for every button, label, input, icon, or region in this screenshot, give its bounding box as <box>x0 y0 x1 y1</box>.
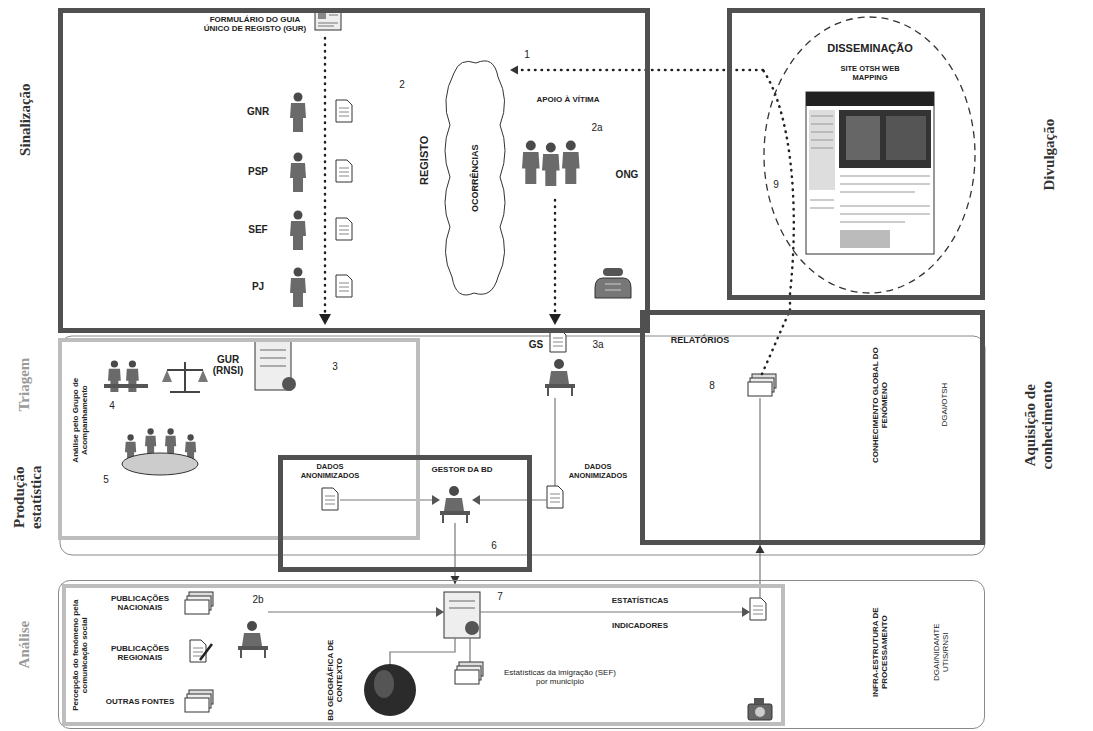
callout-number: 1 <box>524 49 530 61</box>
text-label: PUBLICAÇÕES REGIONAIS <box>104 644 176 662</box>
band-box: AnálisePercepção do fenómeno pela comuni… <box>58 580 985 729</box>
text-label: BD GEOGRÁFICA DE CONTEXTO <box>326 630 344 730</box>
cloud-shape: OCORRÊNCIAS <box>440 55 510 300</box>
node-text: CONHECIMENTO GLOBAL DO FENÓMENO <box>871 340 889 470</box>
text-label: Produção estatística <box>11 442 46 552</box>
text-label: DADOS ANONIMIZADOS <box>562 463 634 480</box>
text-label: ONG <box>616 169 639 181</box>
callout-number: 2a <box>591 122 602 134</box>
region-box: Aquisição de conhecimentoCONHECIMENTO GL… <box>640 310 985 545</box>
dashed-circle-outline <box>763 16 976 294</box>
callout-number: 2 <box>399 79 405 91</box>
text-label: Estatísticas da imigração (SEF) por muni… <box>503 668 618 686</box>
node-text: OCORRÊNCIAS <box>470 144 480 212</box>
node-text: Análise pelo Grupo de Acompanhamento <box>71 345 89 495</box>
text-label: PJ <box>252 281 264 293</box>
connector <box>510 66 763 75</box>
text-label: RELATÓRIOS <box>671 335 729 345</box>
node-text: GESTOR DA BD <box>432 465 493 474</box>
dashed-circle: DISSEMINAÇÃO SITE OTSH WEB MAPPING <box>763 16 976 294</box>
node-text: Aquisição de conhecimento <box>1022 381 1057 469</box>
text-label: GUR (RNSI) <box>205 354 251 377</box>
callout-number: 5 <box>103 474 109 486</box>
callout-number: 9 <box>773 179 779 191</box>
node-text: DGAI/OTSH <box>940 383 949 427</box>
node-text: DGAI/NIDAMTE UTIS/RNSI <box>932 609 950 696</box>
region-box: OCORRÊNCIASSinalização <box>58 8 650 333</box>
arrow-head <box>510 66 518 75</box>
text-label: PSP <box>248 166 268 178</box>
node-text: Divulgação <box>1041 119 1058 191</box>
text-label: PUBLICAÇÕES NACIONAIS <box>104 594 176 612</box>
region-box: DADOS ANONIMIZADOS GESTOR DA BD <box>278 455 532 572</box>
text-label: OUTRAS FONTES <box>106 697 174 706</box>
callout-number: 2b <box>252 594 263 606</box>
text-label: SEF <box>248 224 267 236</box>
text-label: REGISTO <box>419 135 432 184</box>
text-label: GS <box>529 339 543 351</box>
callout-number: 6 <box>491 540 497 552</box>
text-label: APOIO À VÍTIMA <box>536 95 599 104</box>
arrow-head <box>756 545 765 553</box>
connector <box>451 572 460 584</box>
connector <box>756 545 765 584</box>
node-text: Triagem <box>16 358 33 412</box>
node-text: Percepção do fenómeno pela comunicação s… <box>71 593 89 718</box>
node-text: INFRA-ESTRUTURA DE PROCESSAMENTO <box>871 587 889 717</box>
callout-number: 8 <box>709 380 715 392</box>
node-text: Análise <box>16 621 33 669</box>
node-text: DADOS ANONIMIZADOS <box>294 463 366 480</box>
text-label: FORMULÁRIO DO GUIA ÚNICO DE REGISTO (GUR… <box>199 15 311 33</box>
callout-number: 7 <box>497 591 503 603</box>
node-text: SITE OTSH WEB MAPPING <box>830 65 910 82</box>
region-box: DISSEMINAÇÃOSITE OTSH WEB MAPPINGDivulga… <box>727 8 985 300</box>
text-label: GNR <box>247 106 269 118</box>
callout-number: 3 <box>332 361 338 373</box>
text-label: INDICADORES <box>612 621 668 630</box>
text-label: ESTATÍSTICAS <box>612 596 669 605</box>
callout-number: 4 <box>109 400 115 412</box>
callout-number: 3a <box>592 339 603 351</box>
node-text: Sinalização <box>16 84 33 157</box>
node-text: DISSEMINAÇÃO <box>827 42 913 55</box>
